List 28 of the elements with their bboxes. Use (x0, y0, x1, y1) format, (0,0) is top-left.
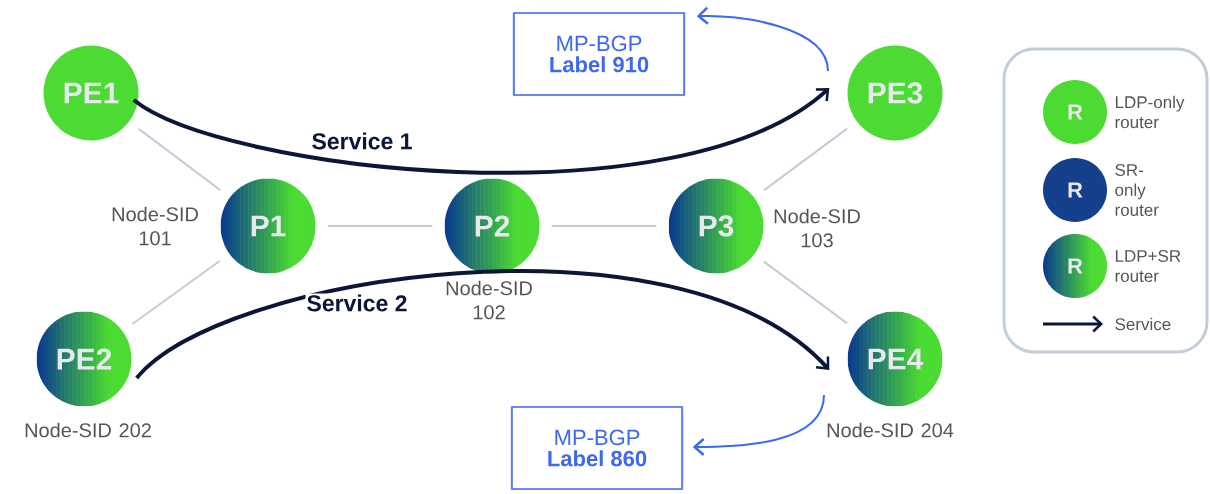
node-sid-label: Node-SID 202 (25, 422, 151, 438)
node-sid-label: Node-SID 101 (112, 206, 198, 246)
service-arrow (135, 269, 830, 380)
node-label: PE4 (868, 348, 924, 370)
service-arrow (132, 88, 830, 175)
node-sid-label: Node-SID 103 (774, 208, 860, 248)
link-line (550, 225, 658, 227)
edge-label: Service 1 (310, 131, 414, 151)
label-box: MP-BGP Label 910 (512, 12, 686, 96)
legend-text: SR-only router (1115, 163, 1159, 216)
legend-text: LDP-only router (1115, 95, 1185, 129)
link-line (762, 127, 849, 192)
node-label: PE2 (57, 348, 112, 370)
link-line (131, 259, 221, 325)
link-line (762, 260, 849, 325)
legend-text: Service (1115, 317, 1171, 331)
label-box: MP-BGP Label 860 (510, 406, 684, 490)
node-sid-label: Node-SID 102 (446, 280, 532, 320)
link-line (137, 127, 222, 192)
legend-text: LDP+SR router (1115, 249, 1181, 282)
link-line (326, 225, 434, 227)
node-label: P3 (699, 215, 734, 237)
arrow (692, 394, 825, 456)
node-label: P2 (475, 215, 510, 237)
node-sid-label: Node-SID 204 (827, 422, 954, 438)
edge-label: Service 2 (305, 293, 409, 313)
arrow (696, 6, 829, 72)
node-label: P1 (251, 215, 286, 237)
